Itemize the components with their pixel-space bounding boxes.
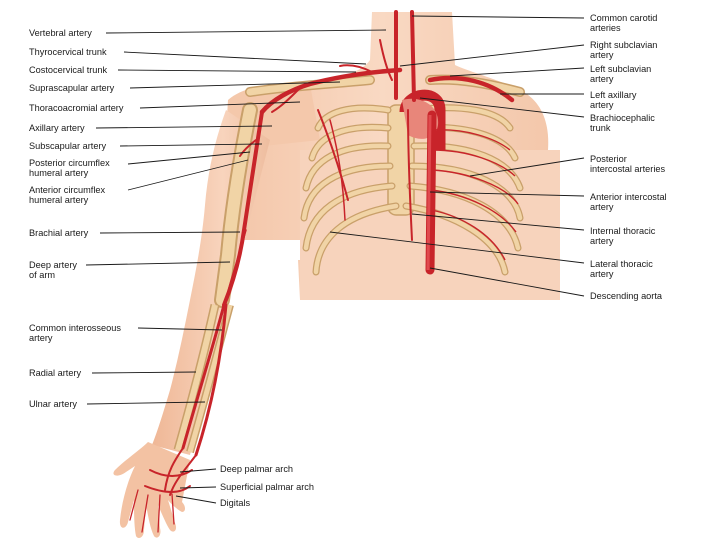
label-axillary: Axillary artery [29,123,85,133]
label-superficial-palmar-arch: Superficial palmar arch [220,482,314,492]
label-thoracoacromial: Thoracoacromial artery [29,103,124,113]
label-costocervical: Costocervical trunk [29,65,108,75]
label-ulnar: Ulnar artery [29,399,77,409]
hand-silhouette [113,442,190,538]
label-vertebral: Vertebral artery [29,28,92,38]
leader-lines-right [329,15,585,297]
label-descending-aorta: Descending aorta [590,291,663,301]
label-deep-palmar-arch: Deep palmar arch [220,464,294,474]
label-radial: Radial artery [29,368,82,378]
label-suprascapular: Suprascapular artery [29,83,115,93]
leader-lines-left [85,29,387,405]
arteries [129,10,515,533]
label-digitals: Digitals [220,498,251,508]
leader-lines-bottom [175,468,217,504]
label-brachial: Brachial artery [29,228,89,238]
label-subscapular: Subscapular artery [29,141,107,151]
label-thyrocervical: Thyrocervical trunk [29,47,107,57]
